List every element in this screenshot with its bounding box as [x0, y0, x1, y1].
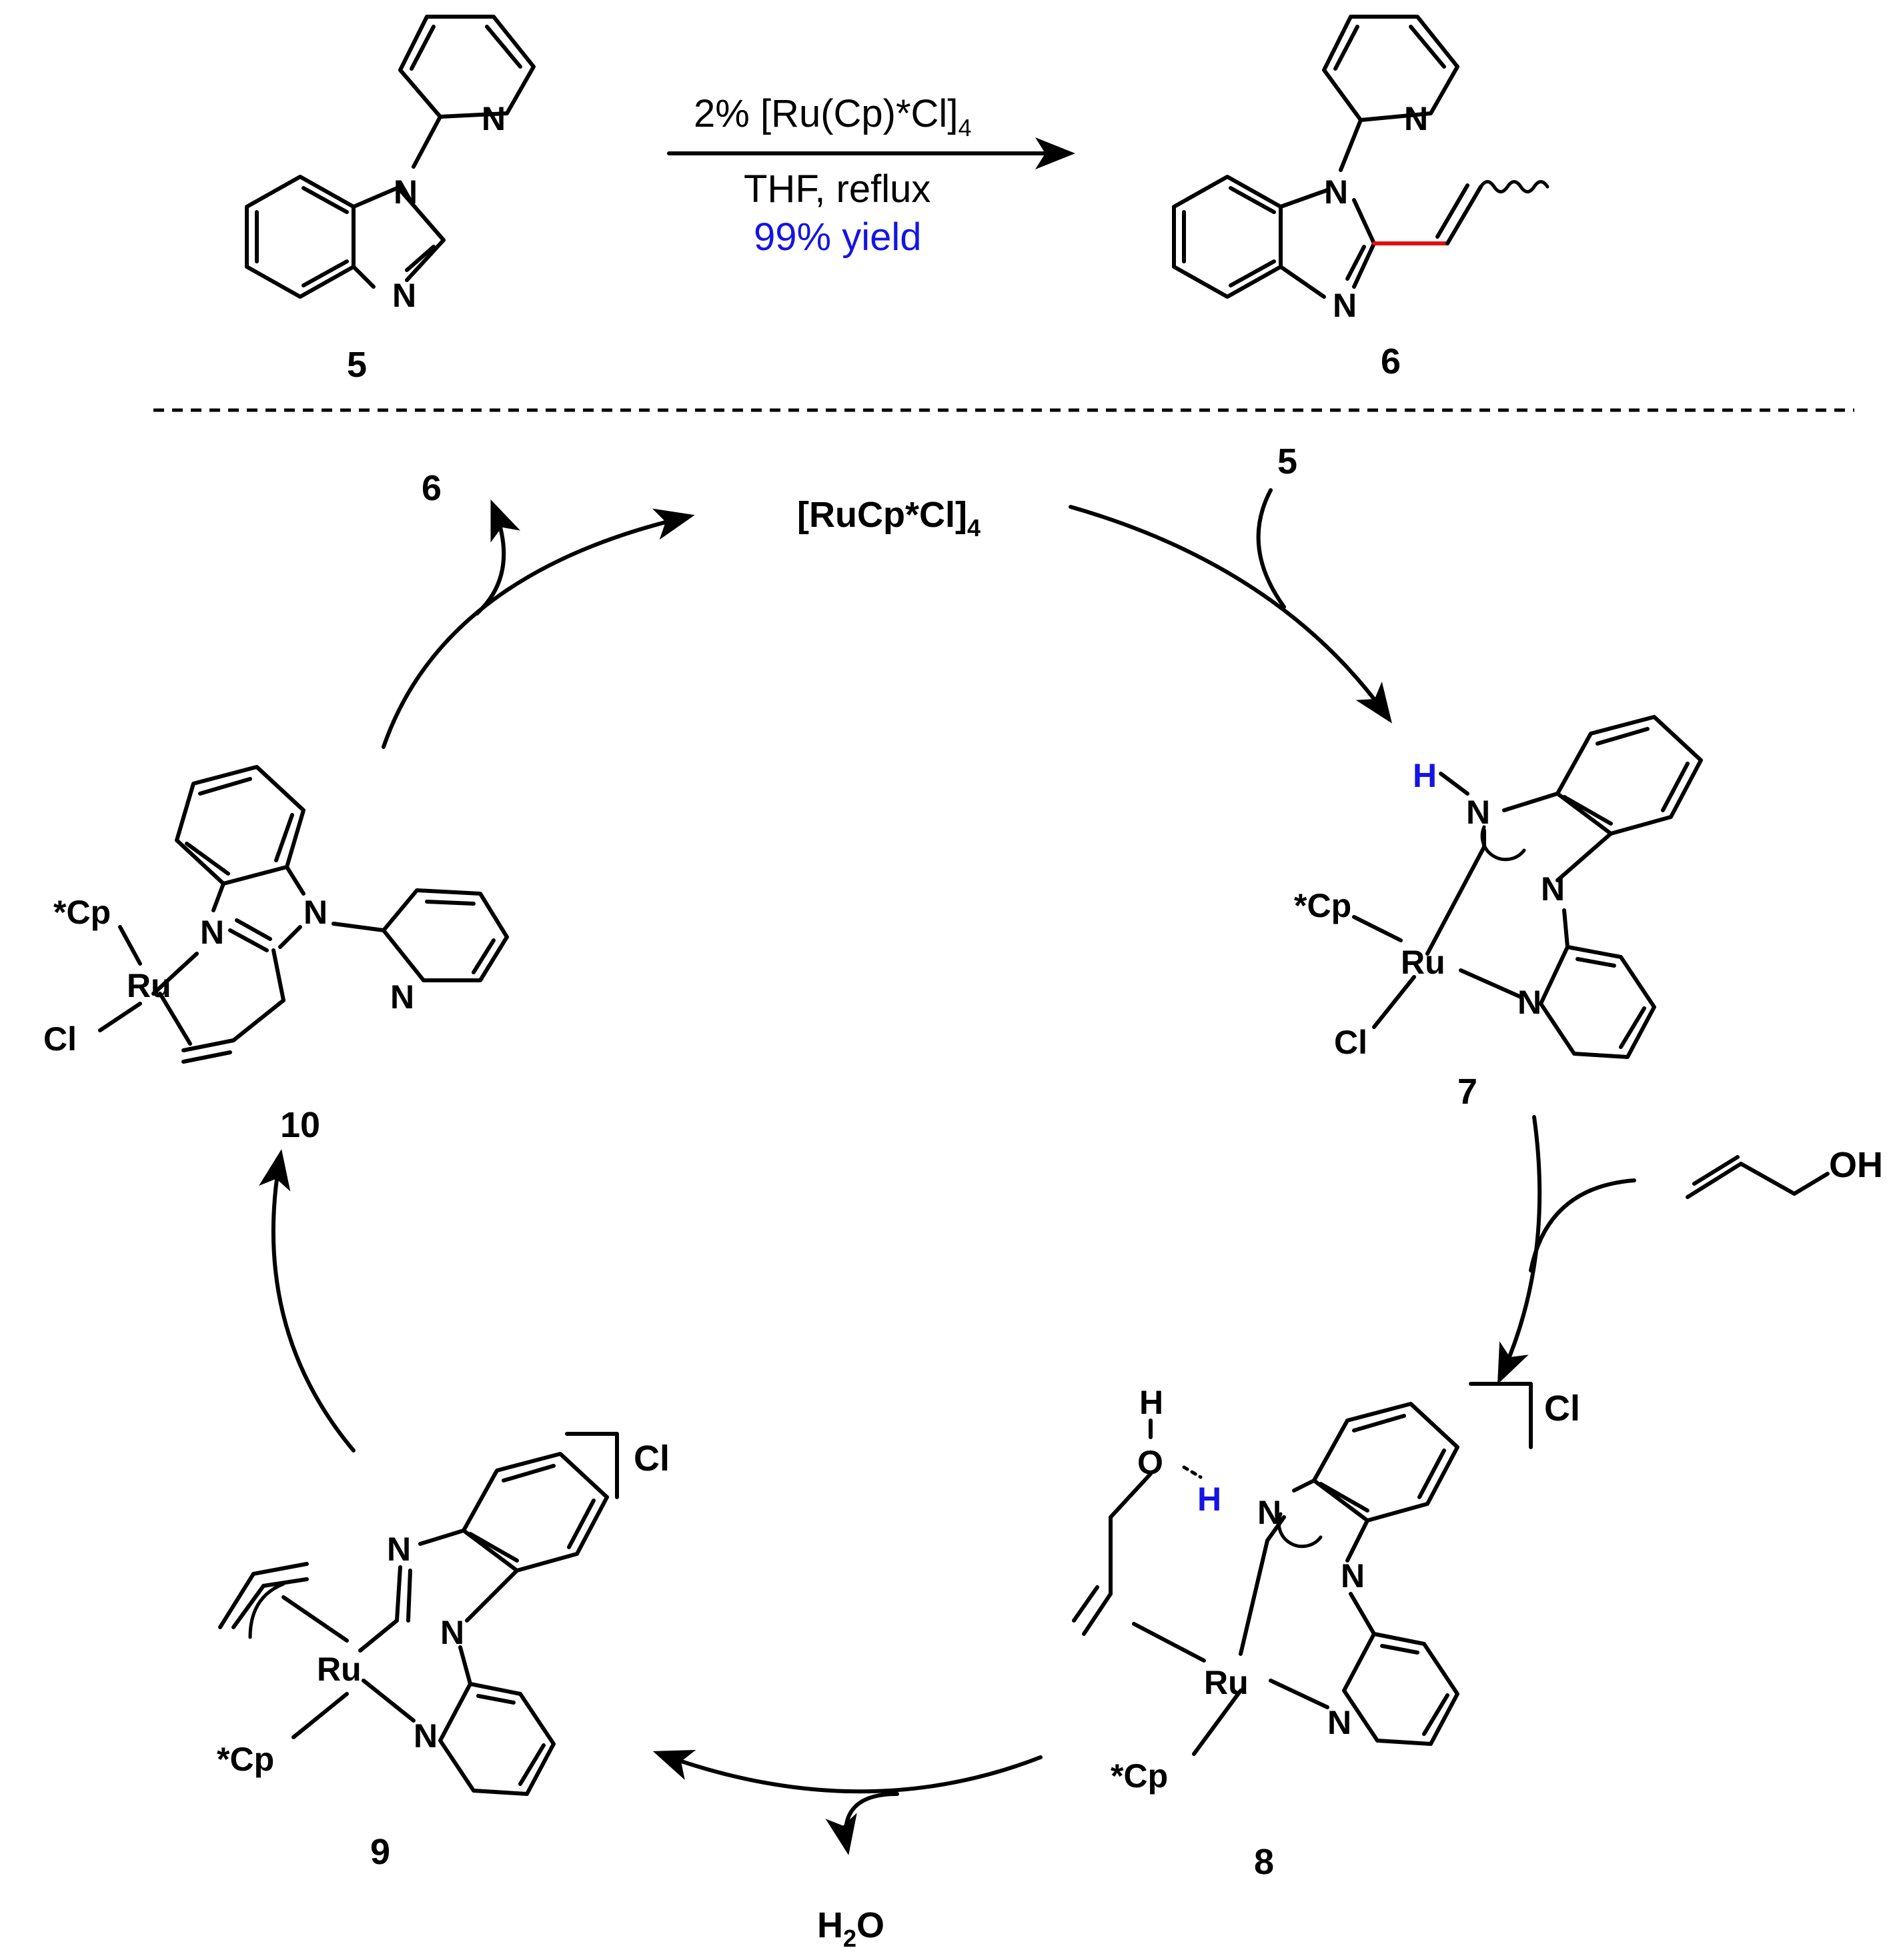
atom-n: N — [1404, 100, 1428, 137]
atom-ru: Ru — [127, 967, 171, 1004]
arrow-catalyst-to-7 — [1069, 505, 1392, 724]
atom-ru: Ru — [1204, 1664, 1249, 1701]
atom-h: H — [1197, 1481, 1221, 1518]
atom-o: O — [1137, 1444, 1163, 1481]
water-label: H2O — [817, 1905, 884, 1952]
hydroxyl-label: OH — [1829, 1145, 1883, 1185]
atom-cp: *Cp — [53, 894, 111, 931]
atom-n: N — [440, 1614, 464, 1651]
atom-n: N — [390, 978, 414, 1016]
atom-n: N — [1333, 287, 1357, 324]
atom-n: N — [1466, 794, 1490, 831]
atom-cp: *Cp — [1111, 1757, 1168, 1795]
condition-solvent: THF, reflux — [744, 167, 930, 211]
compound-5 — [245, 15, 536, 299]
atom-cl: Cl — [1334, 1024, 1367, 1061]
intermediate-10 — [98, 765, 509, 1064]
atom-cp: *Cp — [217, 1741, 274, 1778]
atom-n: N — [1327, 1704, 1351, 1741]
atom-h: H — [1139, 1384, 1163, 1421]
compound-5-label: 5 — [347, 345, 367, 385]
outgoing-6-label: 6 — [422, 468, 442, 508]
intermediate-9-label: 9 — [370, 1832, 390, 1872]
intermediate-7 — [1352, 715, 1703, 1059]
atom-ru: Ru — [1401, 944, 1445, 981]
atom-n: N — [1324, 173, 1348, 211]
intermediate-8-label: 8 — [1254, 1842, 1274, 1882]
bracket-8 — [1469, 1382, 1533, 1449]
incoming-5-label: 5 — [1277, 441, 1297, 481]
atom-n: N — [1541, 870, 1565, 908]
arrow-10-to-catalyst — [382, 508, 695, 749]
atom-n: N — [482, 100, 506, 137]
arrow-outgoing-6 — [475, 499, 521, 616]
arrow-incoming-5 — [1256, 488, 1286, 609]
intermediate-7-label: 7 — [1457, 1072, 1477, 1112]
compound-6-label: 6 — [1381, 341, 1401, 381]
intermediate-9 — [218, 1432, 619, 1796]
intermediate-8 — [1072, 1402, 1459, 1756]
condition-catalyst: 2% [Ru(Cp)*Cl]4 — [694, 92, 971, 141]
compound-6 — [1172, 15, 1549, 299]
catalyst-label: [RuCp*Cl]4 — [797, 495, 981, 542]
atom-n: N — [200, 914, 224, 951]
atom-h: H — [1413, 757, 1437, 794]
arrow-7-to-8 — [1497, 1115, 1542, 1384]
intermediate-10-label: 10 — [280, 1105, 320, 1145]
atom-ru: Ru — [317, 1651, 362, 1688]
atom-cp: *Cp — [1294, 887, 1351, 924]
arrow-8-to-9 — [652, 1749, 1043, 1794]
arrow-outgoing-water — [825, 1792, 899, 1855]
counterion-cl: Cl — [634, 1438, 670, 1479]
atom-n: N — [1341, 1557, 1365, 1595]
atom-n: N — [394, 173, 418, 211]
arrow-9-to-10 — [259, 1149, 356, 1452]
atom-cl: Cl — [43, 1020, 77, 1058]
atom-n: N — [303, 894, 328, 931]
condition-yield: 99% yield — [754, 215, 921, 259]
atom-n: N — [414, 1717, 438, 1755]
arrow-incoming-allyl-alcohol — [1529, 1178, 1636, 1272]
atom-n: N — [1257, 1494, 1281, 1531]
counterion-cl: Cl — [1544, 1388, 1580, 1428]
allyl-alcohol — [1686, 1155, 1830, 1199]
atom-n: N — [387, 1531, 411, 1568]
atom-n: N — [1517, 984, 1541, 1021]
atom-n: N — [392, 277, 416, 314]
